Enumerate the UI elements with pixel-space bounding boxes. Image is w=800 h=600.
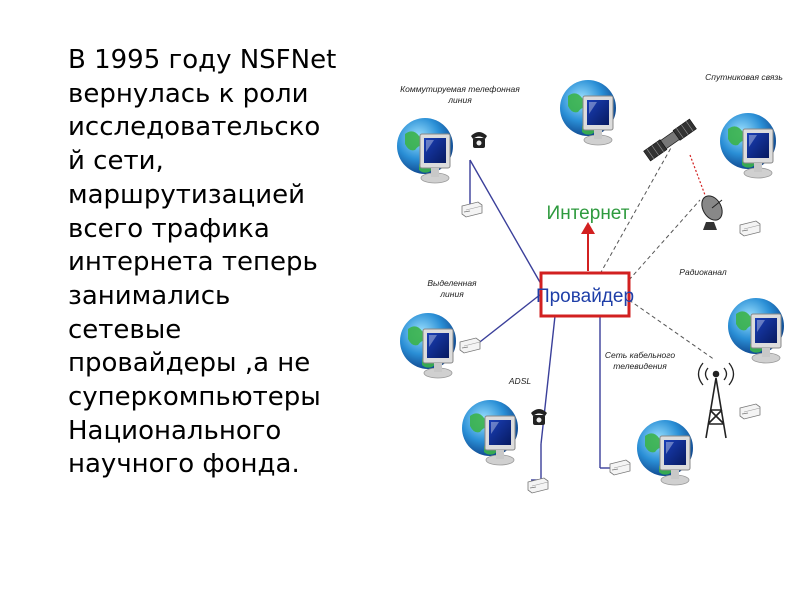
- modem-icon: [739, 403, 761, 420]
- globe-computer-icon: [461, 399, 519, 466]
- label-cable: Сеть кабельного: [605, 350, 675, 360]
- paragraph-line: занимались: [68, 280, 231, 311]
- provider-box: Провайдер: [536, 271, 634, 318]
- network-diagram: Провайдер Интернет Коммутир: [396, 72, 785, 494]
- globe-computer-icon: [719, 112, 777, 179]
- label-dialup: линия: [447, 95, 472, 105]
- paragraph-line: В 1995 году NSFNet: [68, 45, 337, 75]
- globe-computer-icon: [636, 419, 694, 486]
- provider-label: Провайдер: [536, 286, 634, 307]
- slide-paragraph: В 1995 году NSFNet вернулась к роли иссл…: [68, 44, 380, 482]
- wireless-lines: [599, 145, 716, 361]
- paragraph-line: провайдеры ,а не: [68, 348, 311, 379]
- paragraph-line: суперкомпьютеры: [68, 382, 321, 413]
- modem-icon: [609, 459, 631, 476]
- globe-computer-icon: [399, 312, 457, 379]
- internet-arrow: [581, 222, 595, 271]
- globe-computer-icon: [559, 79, 617, 146]
- paragraph-line: интернета теперь: [68, 247, 318, 278]
- satellite-icon: [643, 118, 697, 162]
- modem-icon: [459, 337, 481, 354]
- label-leased: линия: [439, 289, 464, 299]
- internet-label: Интернет: [547, 203, 630, 224]
- label-adsl: ADSL: [508, 376, 531, 386]
- label-cable: телевидения: [613, 361, 667, 371]
- radio-tower-icon: [697, 362, 735, 439]
- globe-computer-icon: [396, 117, 454, 184]
- paragraph-line: всего трафика: [68, 213, 270, 244]
- globe-computer-icon: [727, 297, 785, 364]
- paragraph-line: вернулась к роли: [68, 78, 309, 109]
- paragraph-line: сетевые: [68, 314, 182, 345]
- paragraph-line: й сети,: [68, 146, 164, 177]
- telephone-icon: [531, 409, 547, 425]
- modem-icon: [461, 201, 483, 218]
- paragraph-line: Национального: [68, 415, 282, 446]
- paragraph-line: маршрутизацией: [68, 179, 306, 210]
- paragraph-line: исследовательско: [68, 112, 321, 143]
- paragraph-line: научного фонда.: [68, 449, 300, 480]
- label-radio: Радиоканал: [679, 267, 727, 277]
- label-satellite: Спутниковая связь: [705, 72, 783, 82]
- satellite-dish-icon: [701, 195, 723, 230]
- modem-icon: [739, 220, 761, 237]
- label-dialup: Коммутируемая телефонная: [400, 84, 520, 94]
- label-leased: Выделенная: [427, 278, 477, 288]
- telephone-icon: [471, 132, 487, 148]
